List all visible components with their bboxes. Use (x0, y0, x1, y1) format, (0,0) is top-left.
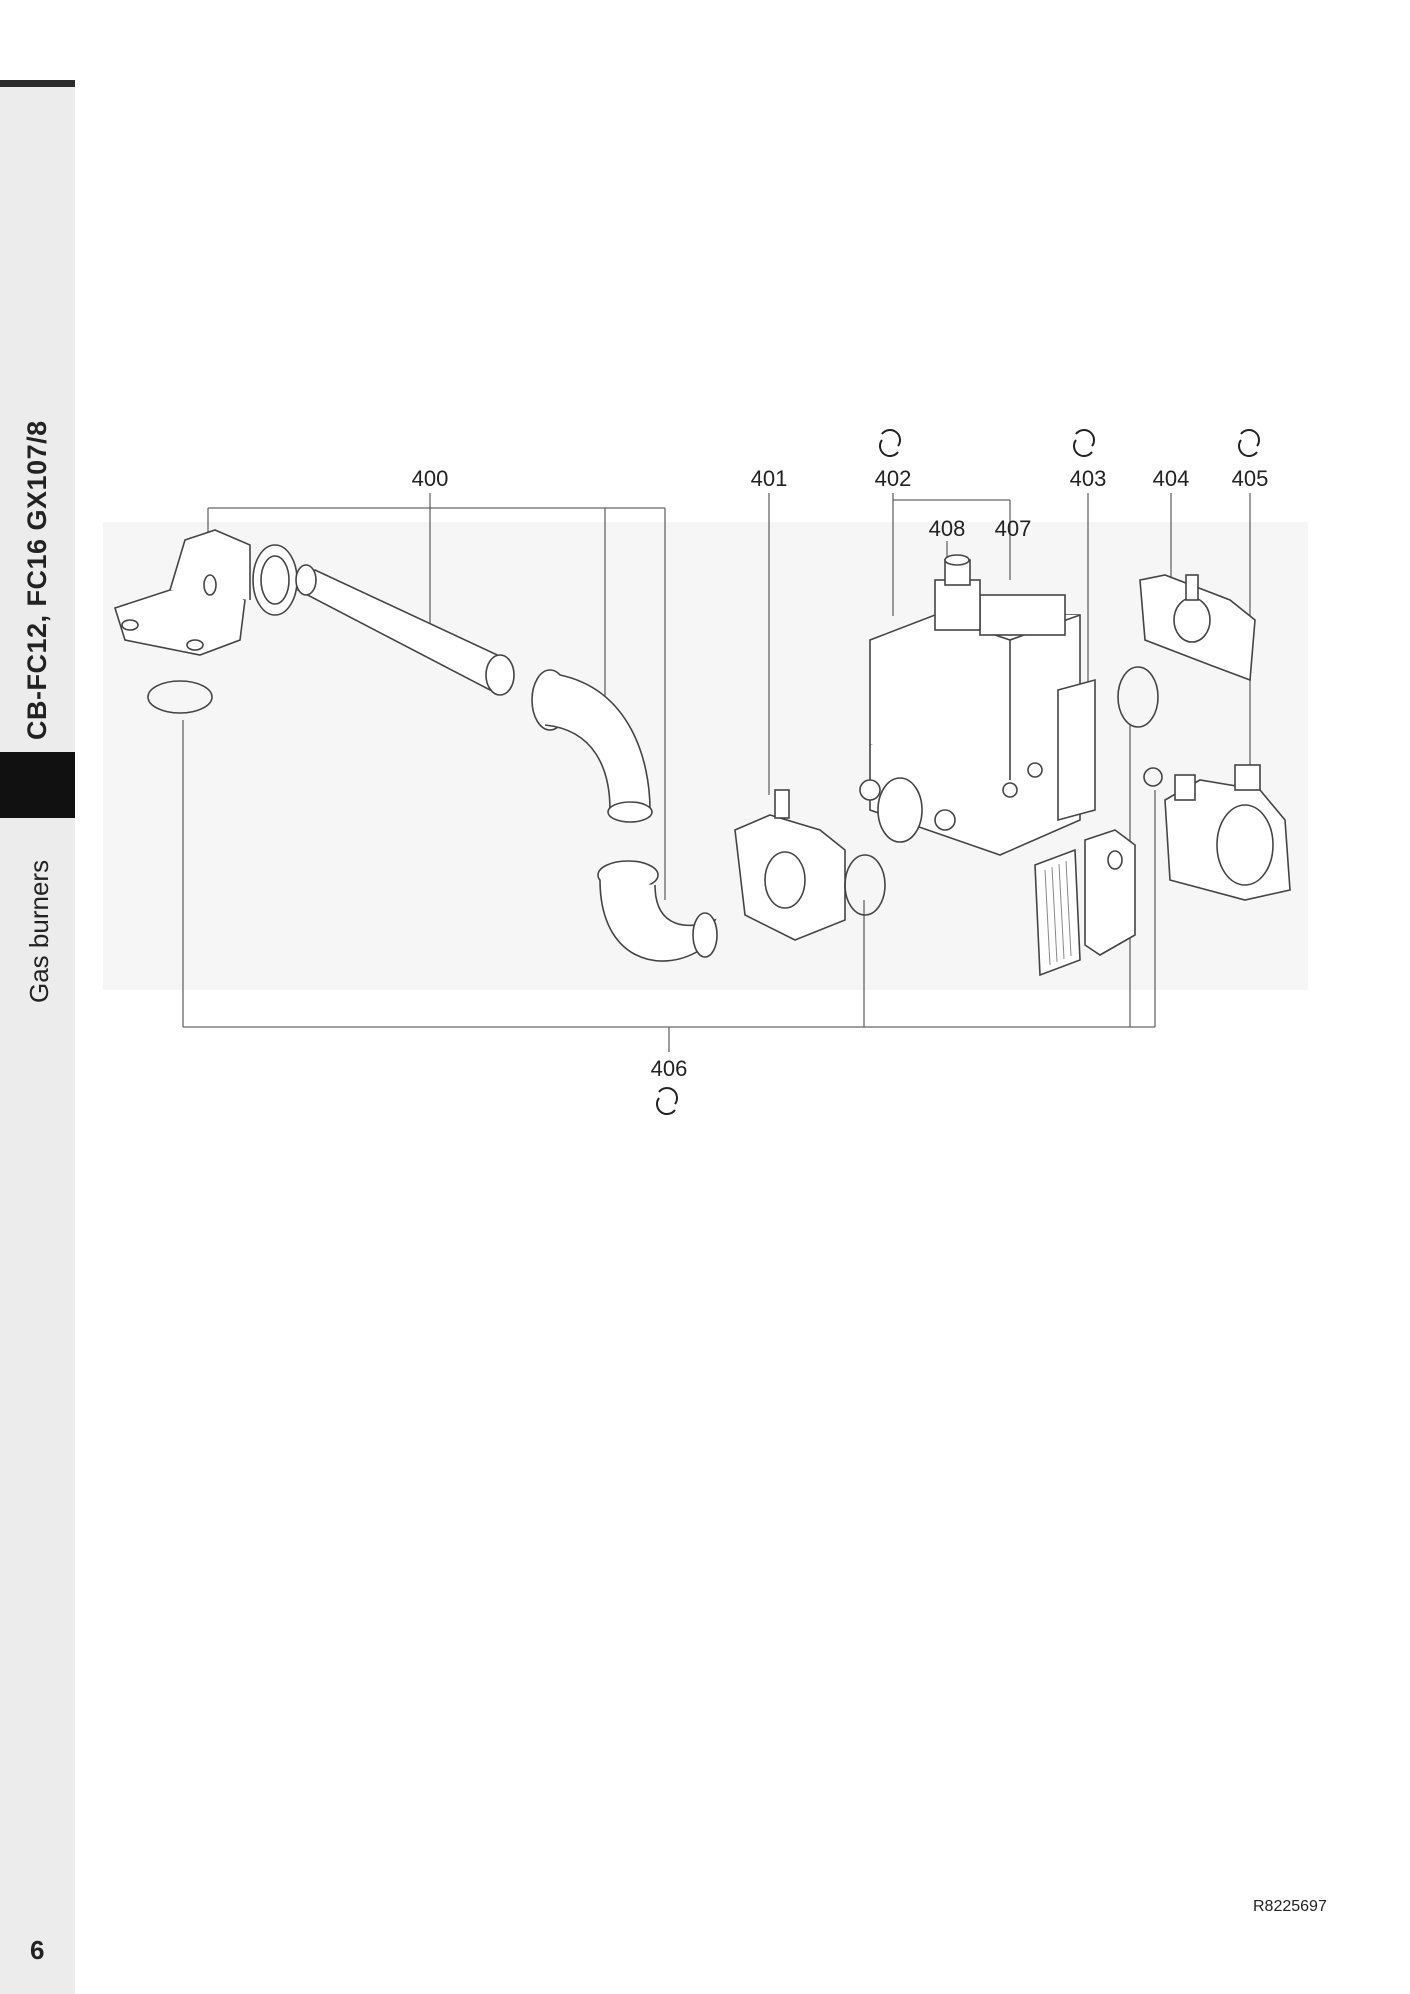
gas-valve-part (859, 554, 1096, 856)
flange-part-401 (734, 789, 846, 941)
oring-401 (844, 854, 886, 916)
page-number: 6 (30, 1935, 45, 1965)
coil-part-405 (1164, 764, 1291, 901)
filter-screen-part (1034, 848, 1081, 977)
part-label-404: 404 (1152, 466, 1190, 491)
side-strip (0, 85, 75, 1994)
part-label-401: 401 (750, 466, 788, 491)
small-oring (1143, 767, 1163, 787)
side-black-tab (0, 752, 75, 818)
document-code: R8225697 (1253, 1898, 1327, 1915)
part-label-405: 405 (1231, 466, 1269, 491)
part-label-400: 400 (411, 466, 449, 491)
part-label-407: 407 (994, 516, 1032, 541)
bend-pipe-part (531, 669, 653, 823)
u-elbow-part (597, 860, 718, 962)
part-label-402: 402 (874, 466, 912, 491)
oring-400 (147, 680, 213, 714)
oring-403 (1117, 666, 1159, 728)
part-label-406: 406 (650, 1056, 688, 1081)
recycle-symbols (656, 429, 1260, 1115)
straight-pipe-part (295, 564, 515, 696)
flange-part-404 (1139, 574, 1256, 682)
elbow-flange-part (114, 529, 298, 656)
part-label-408: 408 (928, 516, 966, 541)
filter-cover-part (1084, 829, 1136, 956)
part-label-403: 403 (1069, 466, 1107, 491)
side-top-bar (0, 80, 75, 87)
